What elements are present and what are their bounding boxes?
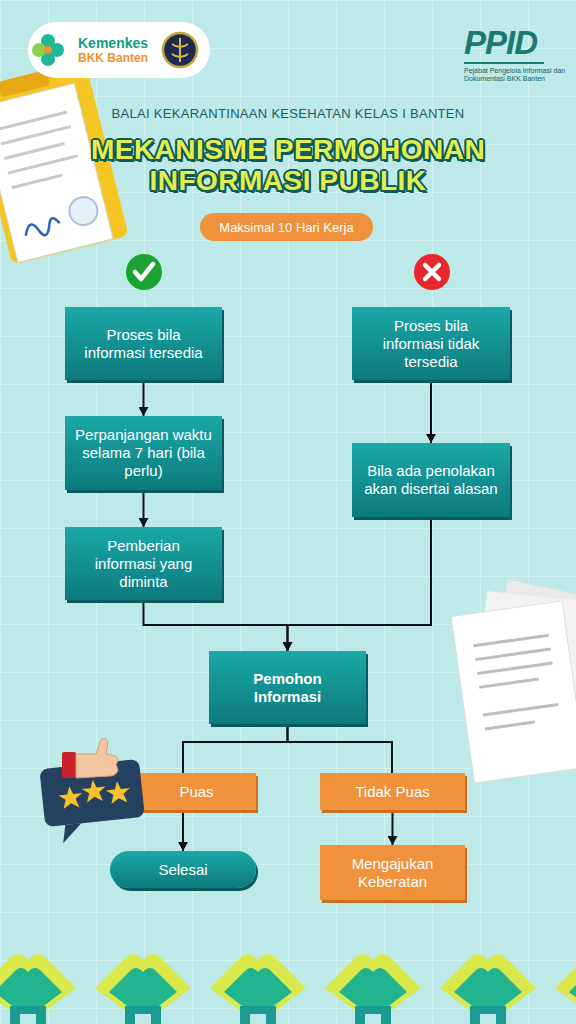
logo-text: PPID — [464, 24, 564, 62]
check-icon — [126, 254, 162, 290]
time-pill: Maksimal 10 Hari Kerja — [200, 213, 373, 241]
outcome-box: Puas — [137, 773, 256, 810]
flow-connector — [288, 517, 432, 651]
clipboard-paper — [0, 83, 113, 262]
process-box: Bila ada penolakan akan disertai alasan — [352, 443, 510, 517]
cross-icon — [414, 254, 450, 290]
node-text: Mengajukan Keberatan — [328, 855, 457, 891]
flow-connector — [182, 810, 184, 851]
outcome-box: Tidak Puas — [320, 773, 465, 810]
subtitle-text: BALAI KEKARANTINAAN KESEHATAN KELAS I BA… — [0, 106, 576, 122]
node-text: Pemberian informasi yang diminta — [75, 537, 212, 591]
process-box: Pemberian informasi yang diminta — [65, 527, 222, 600]
paper-sheet — [451, 601, 576, 783]
process-box: Perpanjangan waktu selama 7 hari (bila p… — [65, 416, 222, 490]
outcome-box: Mengajukan Keberatan — [320, 845, 465, 900]
papers-illustration — [451, 580, 576, 783]
node-text: Kemenkes — [78, 35, 148, 51]
node-text: Pemohon Informasi — [219, 670, 356, 706]
kemenkes-icon — [32, 34, 64, 66]
diagram-title: MEKANISME PERMOHONAN INFORMASI PUBLIK — [68, 134, 508, 196]
terminal-pill: Selesai — [110, 851, 256, 888]
flow-connector — [392, 810, 394, 845]
flow-connector — [183, 724, 288, 773]
flow-connector — [144, 600, 288, 651]
node-text: Proses bila informasi tidak tersedia — [362, 317, 500, 371]
flow-connector — [143, 490, 145, 527]
logo-box: KemenkesBKK Banten — [28, 22, 210, 78]
emblem-icon — [163, 33, 197, 67]
process-box: Proses bila informasi tidak tersedia — [352, 307, 510, 380]
node-text: Bila ada penolakan akan disertai alasan — [362, 462, 500, 498]
rating-icon — [39, 738, 146, 845]
bottom-pattern — [0, 954, 576, 1024]
stamp — [66, 194, 100, 228]
paper-lines — [473, 635, 560, 729]
paper-lines — [0, 112, 82, 188]
node-text: Tidak Puas — [355, 783, 429, 801]
logo-caption: Pejabat Pengelola Informasi dan Dokument… — [464, 67, 570, 83]
clipboard-board — [0, 66, 129, 265]
flow-connector — [143, 380, 145, 416]
process-box: Pemohon Informasi — [209, 651, 366, 724]
signature — [23, 217, 61, 240]
node-text: BKK Banten — [78, 51, 148, 66]
ppid-logo-bars — [464, 62, 544, 64]
process-box: Proses bila informasi tersedia — [65, 307, 222, 380]
node-text: Perpanjangan waktu selama 7 hari (bila p… — [75, 426, 212, 480]
node-text: Maksimal 10 Hari Kerja — [219, 220, 353, 235]
node-text: Selesai — [158, 861, 207, 878]
node-text: Proses bila informasi tersedia — [75, 326, 212, 362]
node-text: Puas — [179, 783, 213, 801]
flow-connector — [288, 724, 393, 773]
flow-connector — [430, 380, 432, 443]
